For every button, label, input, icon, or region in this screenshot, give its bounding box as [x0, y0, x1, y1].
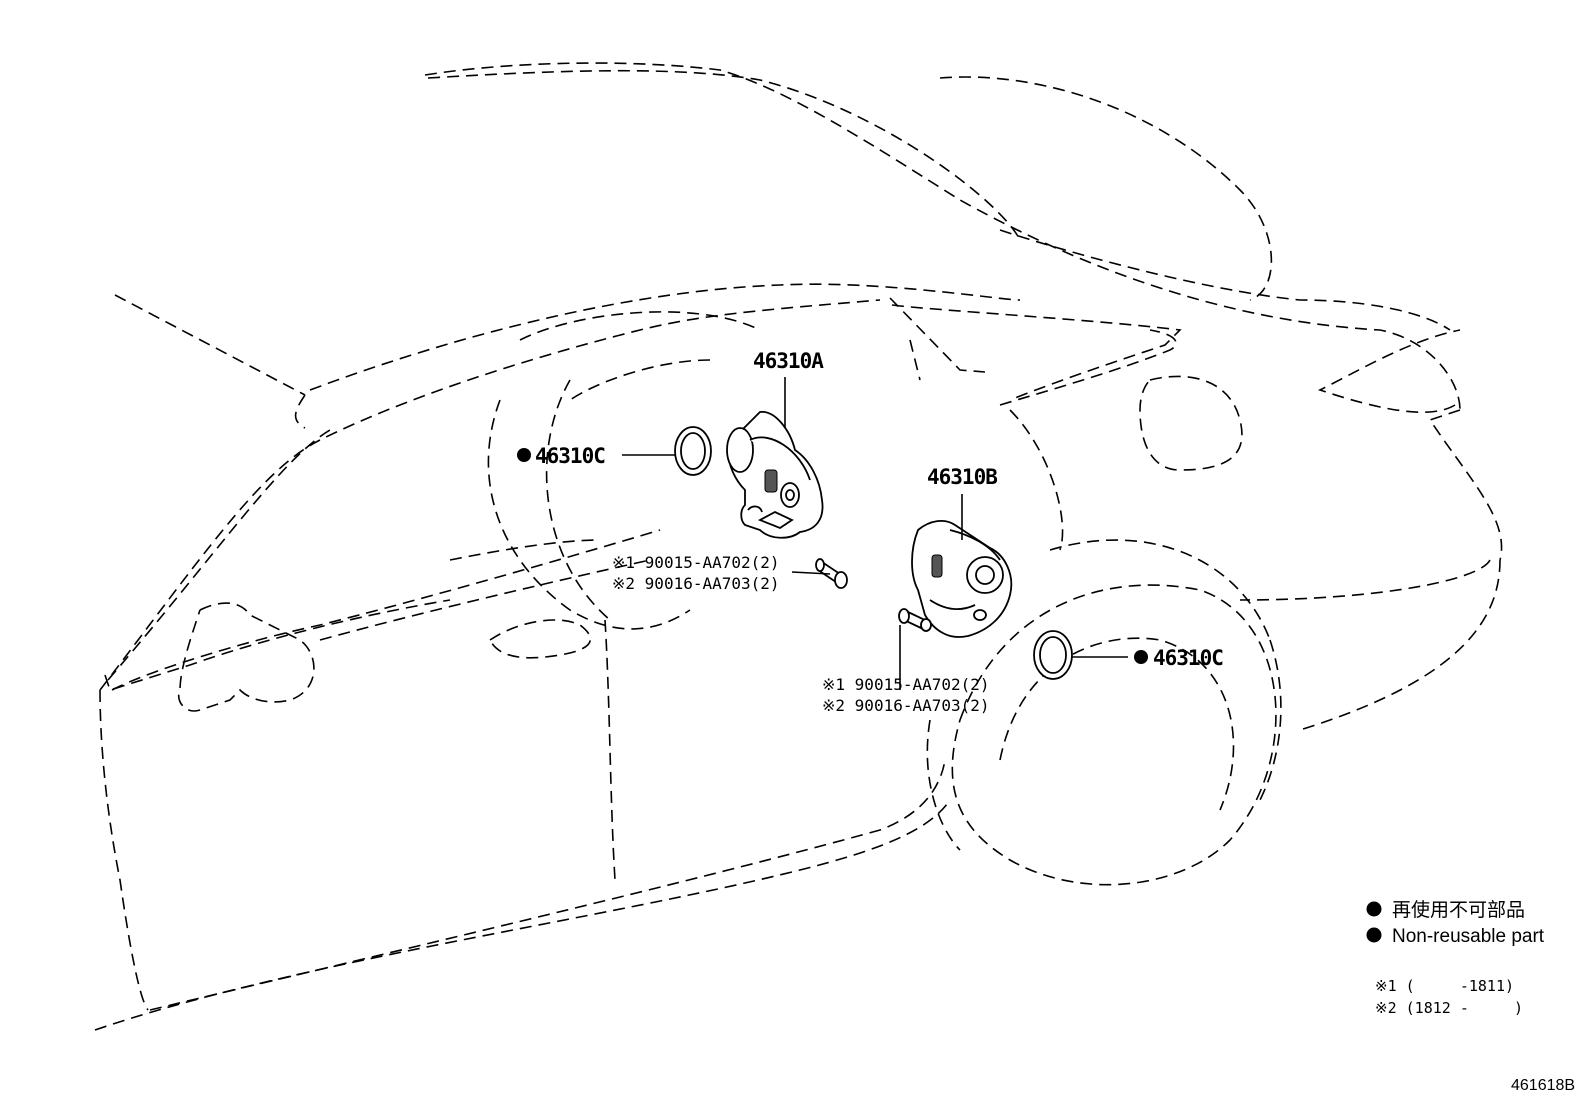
- bolt-left-label-1: ※1 90015-AA702(2): [612, 553, 780, 572]
- leader-lines: [622, 377, 1128, 690]
- note-1: ※1 ( -1811): [1375, 977, 1514, 995]
- bolt-right: [898, 608, 932, 632]
- car-outline: [94, 62, 1503, 1031]
- callouts: 46310A 46310B 46310C 46310C ※1 90015-AA7…: [517, 349, 1224, 715]
- actuator-46310a: [726, 411, 824, 539]
- bolt-right-label-2: ※2 90016-AA703(2): [822, 696, 990, 715]
- non-reusable-dot-left: [517, 448, 531, 462]
- legend-en: Non-reusable part: [1392, 926, 1545, 947]
- bolt-left-label-2: ※2 90016-AA703(2): [612, 574, 780, 593]
- note-2: ※2 (1812 - ): [1375, 999, 1523, 1017]
- bolt-right-label-1: ※1 90015-AA702(2): [822, 675, 990, 694]
- callout-46310c-left: 46310C: [535, 444, 605, 468]
- callout-46310c-right: 46310C: [1153, 646, 1223, 670]
- non-reusable-dot-right: [1134, 650, 1148, 664]
- legend: 再使用不可部品 Non-reusable part ※1 ( -1811) ※2…: [1366, 899, 1545, 1017]
- diagram-id: 461618B: [1511, 1077, 1575, 1094]
- gasket-left: [674, 426, 712, 476]
- callout-46310a: 46310A: [753, 349, 824, 373]
- legend-dot-en: [1366, 927, 1382, 943]
- callout-46310b: 46310B: [927, 465, 997, 489]
- bolt-left: [815, 558, 848, 589]
- actuator-46310b: [911, 519, 1013, 638]
- legend-jp: 再使用不可部品: [1392, 899, 1525, 921]
- gasket-right: [1033, 630, 1073, 680]
- legend-dot-jp: [1366, 901, 1382, 917]
